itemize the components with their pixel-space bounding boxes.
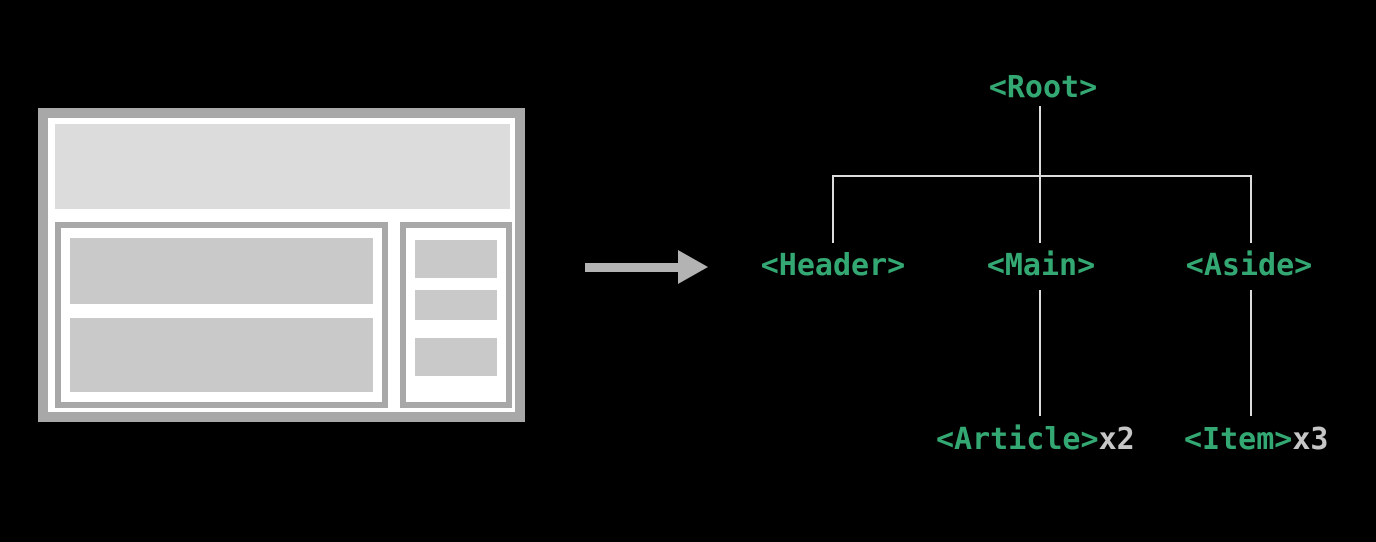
mockup-header-block [55,124,510,209]
tree-node-article: <Article>x2 [936,424,1135,456]
mockup-aside-panel [400,222,512,408]
mockup-article-block-1 [70,238,373,304]
tree-node-header: <Header> [760,248,906,283]
tree-connector-aside-drop [1250,175,1252,243]
tree-node-item: <Item>x3 [1184,424,1329,456]
tree-node-root: <Root> [988,70,1098,105]
tree-node-item-count: x3 [1292,422,1329,457]
arrow-head [678,250,708,284]
mockup-item-block-2 [415,290,497,320]
mockup-article-block-2 [70,318,373,392]
tree-connector-main-to-article [1039,290,1041,416]
tree-node-aside: <Aside> [1185,248,1313,283]
tree-node-article-count: x2 [1098,422,1135,457]
wireframe-mockup [38,108,525,422]
tree-connector-horizontal [832,175,1252,177]
tree-connector-header-drop [832,175,834,243]
arrow-shaft [585,263,680,272]
mockup-item-block-3 [415,338,497,376]
tree-node-main: <Main> [986,248,1096,283]
mockup-item-block-1 [415,240,497,278]
tree-connector-main-drop [1039,175,1041,243]
tree-node-article-label: <Article> [936,422,1099,457]
mockup-main-panel [55,222,388,408]
tree-connector-aside-to-item [1250,290,1252,416]
tree-connector-root-vertical [1039,106,1041,176]
tree-node-item-label: <Item> [1184,422,1293,457]
